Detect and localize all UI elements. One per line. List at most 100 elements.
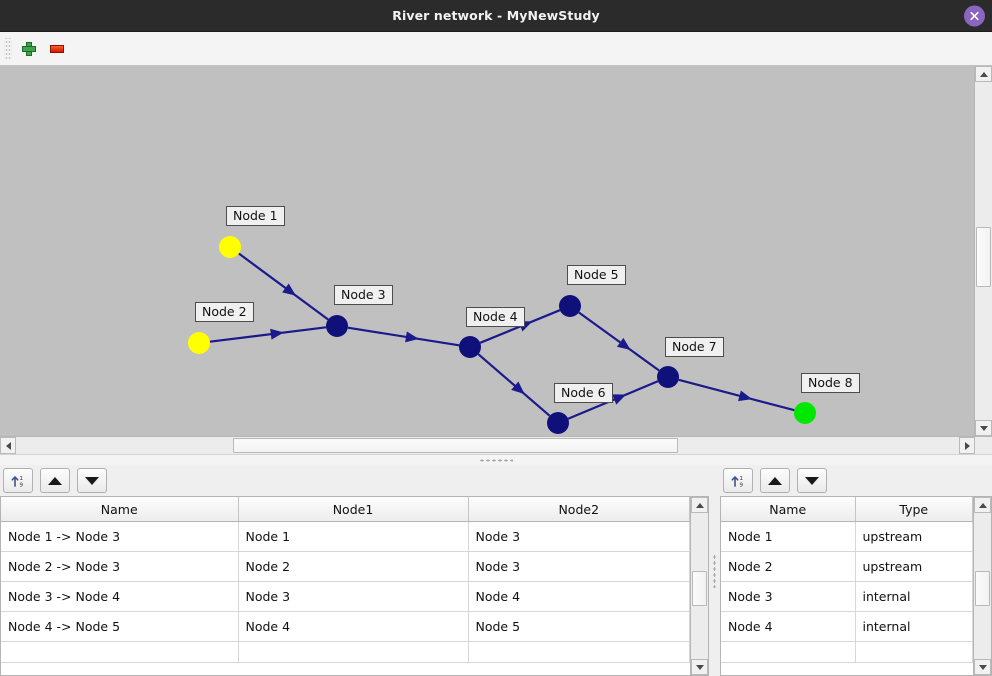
table-cell[interactable]: Node 3 -> Node 4 <box>1 581 239 612</box>
node-scroll-down-button[interactable] <box>974 659 991 675</box>
graph-hscroll-thumb[interactable] <box>232 438 679 453</box>
graph-edge[interactable] <box>567 380 659 420</box>
scroll-left-button[interactable] <box>0 437 16 454</box>
table-cell[interactable]: upstream <box>855 551 973 582</box>
node-table-scrollbar[interactable] <box>973 497 991 675</box>
node-scroll-up-button[interactable] <box>974 497 991 513</box>
node-move-down-button[interactable] <box>797 468 827 493</box>
graph-node-label[interactable]: Node 5 <box>567 265 626 286</box>
node-move-up-button[interactable] <box>760 468 790 493</box>
table-cell[interactable]: Node 3 <box>468 551 690 582</box>
table-cell[interactable]: internal <box>855 581 973 612</box>
network-graph-canvas[interactable]: Node 1 Node 2 Node 3 Node 4 Node 5 Node 6 Node… <box>0 66 974 436</box>
table-cell[interactable]: internal <box>855 611 973 642</box>
horizontal-splitter[interactable] <box>0 454 992 465</box>
column-header[interactable]: Node2 <box>468 497 690 522</box>
table-cell[interactable]: Node 2 <box>238 551 469 582</box>
graph-node[interactable] <box>794 402 816 424</box>
remove-node-button[interactable] <box>43 35 71 63</box>
graph-vscroll-thumb[interactable] <box>976 227 991 287</box>
scroll-right-button[interactable] <box>959 437 975 454</box>
table-cell[interactable]: Node 3 <box>721 581 856 612</box>
branch-move-down-button[interactable] <box>77 468 107 493</box>
table-row[interactable] <box>721 641 973 663</box>
vertical-splitter[interactable] <box>709 465 720 676</box>
graph-horizontal-scrollbar[interactable] <box>0 436 992 454</box>
graph-node[interactable] <box>188 332 210 354</box>
table-cell[interactable] <box>855 641 973 663</box>
graph-node-label[interactable]: Node 2 <box>195 302 254 323</box>
table-cell[interactable]: Node 4 <box>468 581 690 612</box>
branch-scroll-down-button[interactable] <box>691 659 708 675</box>
table-cell[interactable] <box>238 641 469 663</box>
graph-edge[interactable] <box>347 326 460 347</box>
branch-sort-button[interactable]: 1 9 <box>3 468 33 493</box>
table-cell[interactable] <box>1 641 239 663</box>
table-cell[interactable]: Node 1 <box>721 521 856 552</box>
graph-vscroll-track[interactable] <box>975 82 992 420</box>
graph-node[interactable] <box>219 236 241 258</box>
graph-node[interactable] <box>326 315 348 337</box>
table-cell[interactable]: Node 5 <box>468 611 690 642</box>
branch-scroll-thumb[interactable] <box>692 571 707 606</box>
column-header[interactable]: Node1 <box>238 497 469 522</box>
add-node-button[interactable] <box>15 35 43 63</box>
column-header[interactable]: Type <box>855 497 973 522</box>
branch-scroll-track[interactable] <box>691 513 708 659</box>
column-header[interactable]: Name <box>721 497 856 522</box>
table-row[interactable] <box>1 641 690 663</box>
table-cell[interactable]: Node 3 <box>238 581 469 612</box>
branch-scroll-up-button[interactable] <box>691 497 708 513</box>
graph-vertical-scrollbar[interactable] <box>974 66 992 436</box>
graph-node[interactable] <box>559 295 581 317</box>
table-cell[interactable]: Node 1 -> Node 3 <box>1 521 239 552</box>
table-cell[interactable]: Node 4 -> Node 5 <box>1 611 239 642</box>
graph-node-label[interactable]: Node 7 <box>665 337 724 358</box>
table-cell[interactable]: Node 2 <box>721 551 856 582</box>
graph-node-label[interactable]: Node 6 <box>554 383 613 404</box>
branch-table-scrollbar[interactable] <box>690 497 708 675</box>
scroll-down-button[interactable] <box>975 420 992 436</box>
column-header[interactable]: Name <box>1 497 239 522</box>
table-cell[interactable]: Node 4 <box>721 611 856 642</box>
table-cell[interactable]: Node 4 <box>238 611 469 642</box>
graph-edge[interactable] <box>477 353 551 417</box>
table-cell[interactable]: Node 3 <box>468 521 690 552</box>
table-cell[interactable]: Node 1 <box>238 521 469 552</box>
graph-node-label[interactable]: Node 8 <box>801 373 860 394</box>
close-button[interactable] <box>964 5 985 26</box>
graph-node[interactable] <box>459 336 481 358</box>
graph-node-label[interactable]: Node 3 <box>334 285 393 306</box>
node-scroll-thumb[interactable] <box>975 571 990 606</box>
graph-edge[interactable] <box>578 311 660 372</box>
graph-hscroll-track[interactable] <box>16 437 959 454</box>
graph-edge[interactable] <box>678 378 795 412</box>
scroll-up-button[interactable] <box>975 66 992 82</box>
node-scroll-track[interactable] <box>974 513 991 659</box>
table-cell[interactable]: Node 2 -> Node 3 <box>1 551 239 582</box>
graph-edge[interactable] <box>209 326 327 343</box>
branch-move-up-button[interactable] <box>40 468 70 493</box>
table-cell[interactable] <box>468 641 690 663</box>
toolbar-drag-handle[interactable] <box>4 37 12 60</box>
graph-node[interactable] <box>547 412 569 434</box>
table-cell[interactable] <box>721 641 856 663</box>
table-cell[interactable]: upstream <box>855 521 973 552</box>
graph-node-label[interactable]: Node 1 <box>226 206 285 227</box>
graph-node[interactable] <box>657 366 679 388</box>
node-sort-button[interactable]: 1 9 <box>723 468 753 493</box>
graph-edge[interactable] <box>238 252 329 321</box>
graph-node-label[interactable]: Node 4 <box>466 307 525 328</box>
